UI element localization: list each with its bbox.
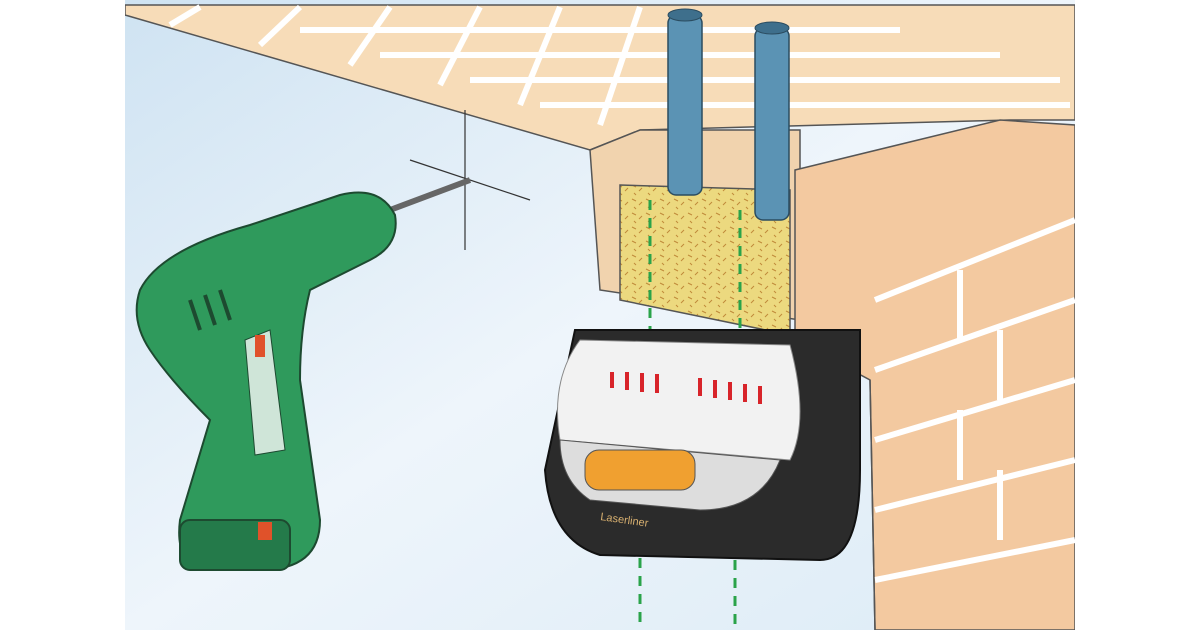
- pipe-right: [754, 27, 790, 221]
- wall-scanner-device: Laserliner: [543, 329, 862, 562]
- right-brick-wall: [794, 119, 1077, 630]
- pipe-left: [667, 14, 703, 196]
- water-pipes: [667, 8, 790, 221]
- power-drill: [135, 177, 472, 571]
- indicator-leds: [610, 372, 762, 404]
- detection-guide-lines: [638, 200, 742, 630]
- scanner-display: [584, 449, 696, 491]
